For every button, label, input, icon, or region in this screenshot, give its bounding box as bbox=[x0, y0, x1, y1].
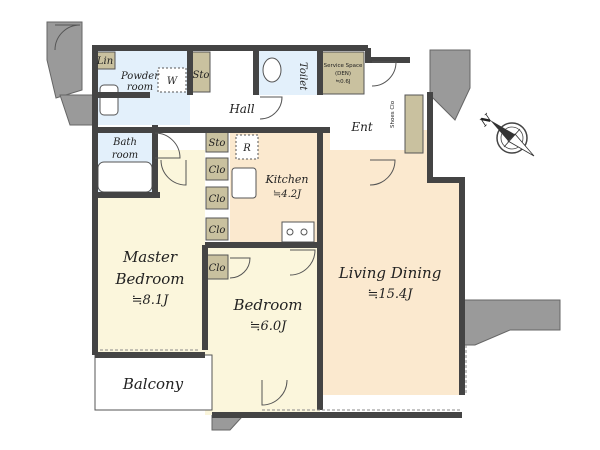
bath-label-1: Bath bbox=[112, 137, 137, 148]
door-swing-bedroom bbox=[289, 249, 316, 276]
sto-upper-label: Sto bbox=[193, 70, 210, 81]
bedroom-size: ≒6.0J bbox=[250, 319, 288, 334]
bedroom-label: Bedroom bbox=[233, 296, 303, 314]
living-dining-area bbox=[320, 130, 462, 395]
service-space-label-1: Service Space bbox=[324, 63, 363, 69]
kitchen-sink bbox=[231, 167, 257, 199]
door-swing-living bbox=[369, 159, 396, 186]
shoes-closet-label: Shoes Clo bbox=[390, 100, 396, 128]
door-swing-bath bbox=[154, 132, 181, 159]
washbasin bbox=[99, 84, 119, 116]
compass-icon bbox=[490, 120, 535, 157]
door-swing-balcony-top-left bbox=[54, 24, 81, 51]
door-swing-toilet bbox=[259, 96, 283, 120]
balcony-area bbox=[94, 354, 213, 411]
closet-3-block bbox=[205, 217, 229, 241]
toilet-label: Toilet bbox=[297, 62, 308, 91]
bathtub bbox=[97, 161, 153, 193]
living-dining-label: Living Dining bbox=[338, 264, 442, 282]
exterior-column-top-left bbox=[46, 21, 83, 99]
master-bedroom-label-2: Bedroom bbox=[115, 270, 185, 288]
kitchen-label: Kitchen bbox=[265, 173, 309, 186]
burner-1 bbox=[286, 228, 294, 236]
washer-label: W bbox=[167, 76, 178, 87]
master-bedroom-size: ≒8.1J bbox=[132, 293, 170, 308]
door-swing-master bbox=[160, 159, 187, 186]
entrance-label: Ent bbox=[350, 120, 372, 134]
exterior-column-top-right bbox=[429, 49, 471, 121]
closet-1-block bbox=[205, 157, 229, 181]
powder-label-1: Powder bbox=[120, 71, 160, 82]
washer-box bbox=[157, 67, 187, 93]
powder-label-2: room bbox=[127, 82, 153, 93]
exterior-column-left bbox=[59, 94, 96, 126]
service-space-block bbox=[321, 51, 365, 95]
service-space-label-2: (DEN) bbox=[335, 71, 351, 77]
service-space-size: ≒0.6J bbox=[336, 79, 351, 85]
kitchen-size: ≒4.2J bbox=[273, 189, 302, 200]
balcony-label: Balcony bbox=[122, 375, 184, 393]
refrigerator-box bbox=[235, 134, 259, 160]
door-swing-entrance bbox=[371, 61, 397, 87]
closet-3-label: Clo bbox=[209, 225, 226, 236]
walls bbox=[92, 45, 465, 418]
master-bedroom-label-1: Master bbox=[122, 248, 178, 266]
sto-hall-label: Sto bbox=[209, 138, 226, 149]
door-swing-balcony-bottom bbox=[261, 379, 288, 406]
compass-north-label: N bbox=[476, 111, 495, 130]
hall-label: Hall bbox=[228, 102, 254, 116]
linen-label: Lin bbox=[96, 56, 113, 67]
toilet-bowl bbox=[262, 57, 282, 83]
closet-2-label: Clo bbox=[209, 194, 226, 205]
door-swing-closet-4 bbox=[229, 257, 251, 279]
refrigerator-label: R bbox=[242, 143, 251, 154]
exterior-column-bottom-right bbox=[461, 299, 561, 346]
living-dining-size: ≒15.4J bbox=[367, 287, 413, 302]
shoes-closet-block bbox=[404, 94, 424, 154]
burner-2 bbox=[300, 228, 308, 236]
closet-2-block bbox=[205, 186, 229, 210]
closet-4-label: Clo bbox=[209, 263, 226, 274]
bath-label-2: room bbox=[112, 150, 138, 161]
closet-1-label: Clo bbox=[209, 165, 226, 176]
